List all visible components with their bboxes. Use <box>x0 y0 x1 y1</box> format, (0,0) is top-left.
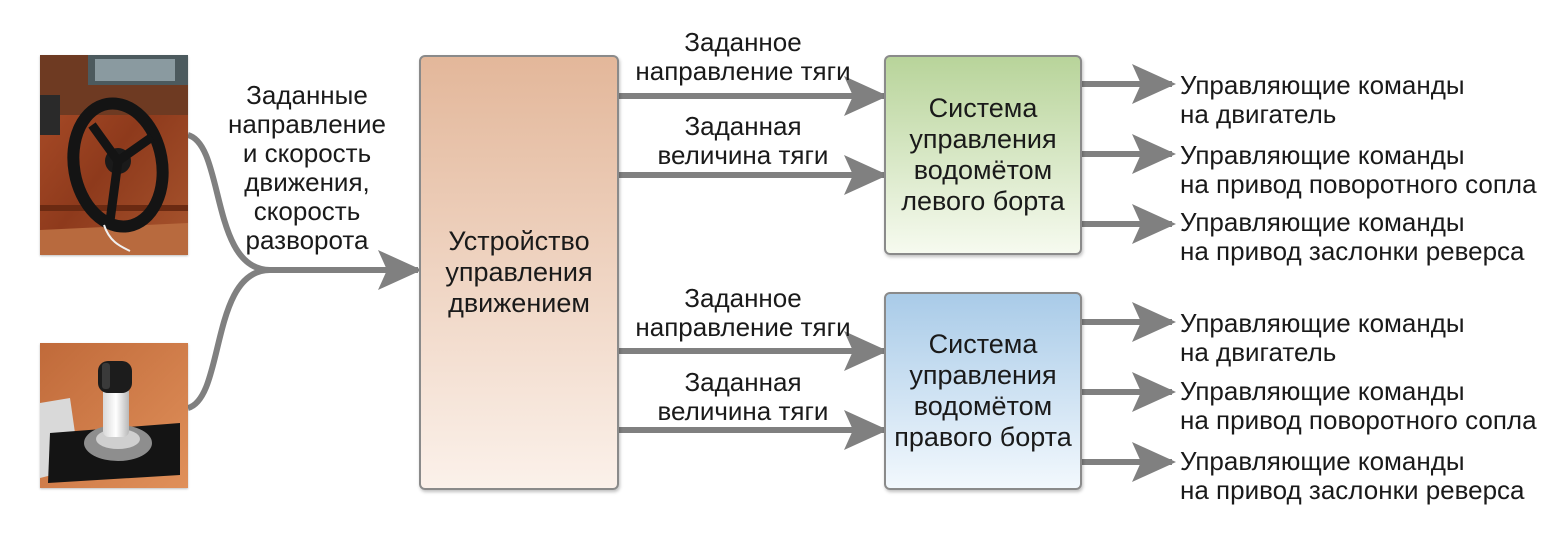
bottom-magnitude-label: Заданная величина тяги <box>657 367 829 426</box>
joystick-connector <box>186 267 271 411</box>
steering-wheel-icon <box>40 55 188 255</box>
left-board-system-label: Система управления водомётом левого борт… <box>901 93 1065 216</box>
steering-wheel-photo <box>40 55 188 255</box>
top-direction-label: Заданное направление тяги <box>635 27 851 86</box>
joystick-icon <box>40 343 188 488</box>
right-board-system: Система управления водомётом правого бор… <box>884 292 1082 490</box>
output-bottom-nozzle: Управляющие команды на привод поворотног… <box>1180 376 1537 435</box>
output-bottom-reverse: Управляющие команды на привод заслонки р… <box>1180 446 1525 505</box>
wheel-connector <box>186 132 271 273</box>
output-top-reverse: Управляющие команды на привод заслонки р… <box>1180 207 1525 266</box>
right-board-system-label: Система управления водомётом правого бор… <box>894 329 1072 452</box>
top-magnitude-label: Заданная величина тяги <box>657 111 829 170</box>
output-bottom-engine: Управляющие команды на двигатель <box>1180 308 1465 367</box>
left-board-system: Система управления водомётом левого борт… <box>884 55 1082 255</box>
output-top-engine: Управляющие команды на двигатель <box>1180 70 1465 129</box>
motion-control-unit-label: Устройство управления движением <box>445 226 593 318</box>
output-top-nozzle: Управляющие команды на привод поворотног… <box>1180 140 1537 199</box>
joystick-photo <box>40 343 188 488</box>
bottom-direction-label: Заданное направление тяги <box>635 283 851 342</box>
input-label: Заданные направление и скорость движения… <box>227 80 386 255</box>
motion-control-unit: Устройство управления движением <box>419 55 619 490</box>
